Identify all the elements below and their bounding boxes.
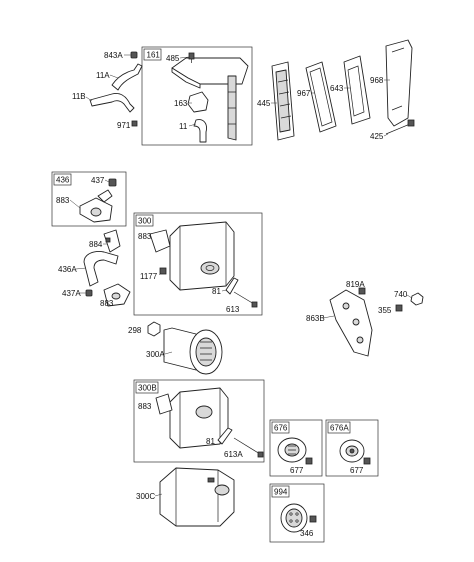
label-445: 445 (257, 99, 271, 108)
group-tag-994: 994 (274, 488, 288, 497)
label-613: 613 (226, 305, 240, 314)
group-tag-676: 676 (274, 424, 288, 433)
muffler-300A (163, 327, 223, 375)
clip-971 (131, 120, 138, 127)
screw-613 (233, 291, 258, 308)
group-box-436 (51, 171, 127, 227)
gasket-883-c (149, 229, 171, 253)
label-819A: 819A (346, 280, 365, 289)
muffler-300 (169, 221, 235, 291)
spark-arrester-676A (339, 439, 365, 463)
label-968: 968 (370, 76, 384, 85)
label-436A: 436A (58, 265, 77, 274)
group-tag-300B: 300B (138, 384, 157, 393)
heat-shield-plate (171, 57, 249, 141)
lockplate-81a (225, 277, 239, 295)
label-740: 740 (394, 290, 408, 299)
label-11A: 11A (96, 71, 110, 80)
label-437: 437 (91, 176, 105, 185)
label-81-a: 81 (212, 287, 221, 296)
label-643: 643 (330, 84, 344, 93)
deflector-643 (343, 55, 371, 125)
group-box-676 (269, 419, 323, 477)
label-11B: 11B (72, 92, 86, 101)
screw-1177 (159, 267, 167, 275)
label-613A: 613A (224, 450, 243, 459)
screw-346 (309, 515, 317, 523)
nut-740 (410, 292, 424, 306)
bracket-863B (329, 289, 373, 357)
gasket-883-b (103, 283, 131, 307)
group-tag-676A: 676A (330, 424, 349, 433)
tube-11A (111, 63, 143, 91)
group-box-994 (269, 483, 325, 543)
clip-843A (130, 51, 138, 59)
group-box-300B (133, 379, 265, 463)
label-884: 884 (89, 240, 103, 249)
label-1177: 1177 (140, 272, 158, 281)
group-box-676A (325, 419, 379, 477)
clamp-437 (108, 178, 117, 187)
group-box-300 (133, 212, 263, 316)
lockplate-81b (217, 427, 233, 445)
label-298: 298 (128, 326, 142, 335)
screw-677-a (305, 457, 313, 465)
screw-819A (358, 287, 366, 295)
screw-613A (233, 437, 264, 458)
label-883-c: 883 (138, 232, 152, 241)
pipe-436A (83, 251, 119, 287)
group-tag-676-box (271, 421, 290, 434)
group-tag-161-box (143, 48, 162, 61)
label-437A: 437A (62, 289, 81, 298)
nut-298 (147, 321, 161, 337)
clamp-437A (85, 289, 93, 297)
screen-445 (271, 61, 295, 141)
gasket-883-d (155, 393, 173, 415)
screw-677-b (363, 457, 371, 465)
group-tag-300-box (135, 214, 154, 227)
adapter-436 (79, 189, 113, 223)
label-843A: 843A (104, 51, 123, 60)
group-tag-436-box (53, 173, 72, 186)
label-677-a: 677 (290, 466, 304, 475)
label-163: 163 (174, 99, 188, 108)
group-box-161 (141, 46, 253, 146)
label-677-b: 677 (350, 466, 364, 475)
screw-355 (395, 304, 403, 312)
guard-968 (385, 39, 413, 127)
label-863B: 863B (306, 314, 325, 323)
tube-11 (193, 119, 207, 143)
label-355: 355 (378, 306, 392, 315)
label-300A: 300A (146, 350, 165, 359)
group-tag-994-box (271, 485, 290, 498)
bracket-163 (187, 91, 209, 113)
screw-425 (385, 119, 415, 135)
label-425: 425 (370, 132, 384, 141)
deflector-994 (280, 503, 308, 533)
label-967: 967 (297, 89, 311, 98)
group-tag-676A-box (327, 421, 351, 434)
label-300C: 300C (136, 492, 155, 501)
group-tag-300B-box (135, 381, 159, 394)
label-11: 11 (179, 122, 188, 131)
label-346: 346 (300, 529, 314, 538)
label-81-b: 81 (206, 437, 215, 446)
label-971: 971 (117, 121, 131, 130)
muffler-300C (159, 467, 235, 527)
label-883-a: 883 (56, 196, 70, 205)
screw-485 (188, 52, 195, 63)
label-485: 485 (166, 54, 180, 63)
spark-arrester-676 (277, 437, 307, 463)
label-883-b: 883 (100, 299, 114, 308)
bracket-884 (103, 229, 121, 253)
tube-11B (89, 93, 135, 113)
group-tag-161: 161 (147, 51, 161, 60)
group-tag-300: 300 (138, 217, 152, 226)
group-tag-436: 436 (56, 176, 70, 185)
label-883-d: 883 (138, 402, 152, 411)
gasket-967 (305, 61, 337, 133)
